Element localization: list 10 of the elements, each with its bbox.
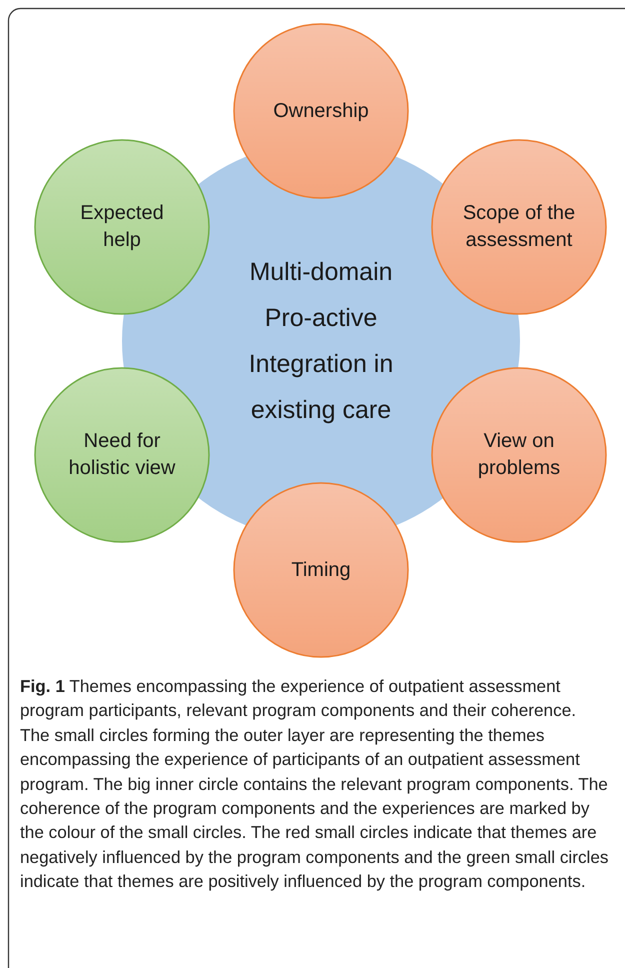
- circle-label: View on problems: [476, 429, 562, 481]
- circle-label: Scope of the assessment: [462, 201, 576, 253]
- figure-caption: Fig. 1 Themes encompassing the experience of outpatient assessment program participants, relevant program components and their coherence. The small circles forming the outer layer are representing the themes encompassing the experience of participants of an outpatient assessment program. The big inner circle contains the relevant program components. The coherence of the program components and the experiences are marked by the colour of the small circles. The red small circles indicate that themes are negatively influenced by the program components and the green small circles indicate that themes are positively influenced by the program components.: [20, 675, 610, 894]
- circle-label: Pro-active: [264, 303, 378, 334]
- circle-label: Ownership: [273, 98, 369, 124]
- circle-label: Expected help: [79, 201, 165, 253]
- circle-label: Multi-domain: [249, 257, 393, 288]
- circle-label: Need for holistic view: [68, 429, 176, 481]
- circle-label: Timing: [291, 558, 351, 582]
- circle-label: Integration in existing care: [248, 349, 394, 426]
